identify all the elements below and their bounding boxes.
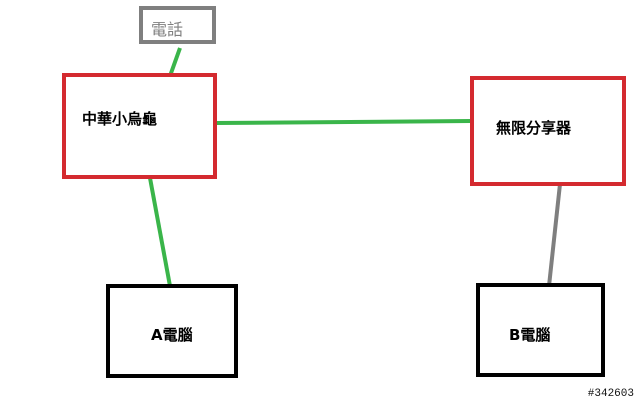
link-router-pc-b bbox=[547, 183, 562, 287]
pc-b-node: B電腦 bbox=[476, 283, 605, 377]
link-modem-pc-a bbox=[148, 177, 172, 287]
pc-b-label: B電腦 bbox=[509, 326, 551, 344]
watermark-text: #342603 bbox=[587, 388, 634, 400]
modem-node: 中華小烏龜 bbox=[62, 73, 217, 179]
phone-label: 電話 bbox=[151, 20, 184, 39]
pc-a-label: A電腦 bbox=[151, 326, 193, 344]
phone-node: 電話 bbox=[139, 6, 216, 44]
router-node: 無限分享器 bbox=[470, 76, 626, 186]
pc-a-node: A電腦 bbox=[106, 284, 238, 378]
modem-label: 中華小烏龜 bbox=[82, 110, 158, 128]
router-label: 無限分享器 bbox=[496, 119, 572, 137]
link-modem-router bbox=[214, 119, 473, 125]
link-phone-modem bbox=[168, 47, 182, 77]
